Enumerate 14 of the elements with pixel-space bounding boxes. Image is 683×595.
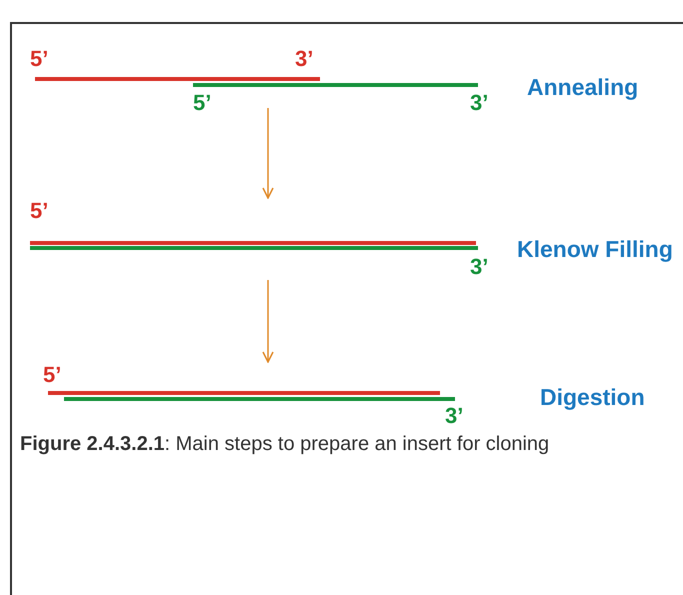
strand-end-label: 5’ (30, 200, 48, 222)
step-label: Klenow Filling (517, 236, 673, 262)
arrow (262, 108, 274, 199)
strand-end-label: 3’ (470, 256, 488, 278)
step-label: Digestion (540, 384, 645, 410)
strand-end-label: 5’ (30, 48, 48, 70)
arrow (262, 280, 274, 363)
strand-end-label: 5’ (193, 92, 212, 114)
strand-end-label: 3’ (295, 48, 314, 70)
step-label: Annealing (527, 74, 638, 100)
figure-caption: Figure 2.4.3.2.1: Main steps to prepare an insert for cloning (20, 432, 550, 457)
strand-end-label: 3’ (445, 405, 464, 427)
strand-end-label: 5’ (43, 364, 62, 386)
strand-end-label: 3’ (470, 92, 488, 114)
